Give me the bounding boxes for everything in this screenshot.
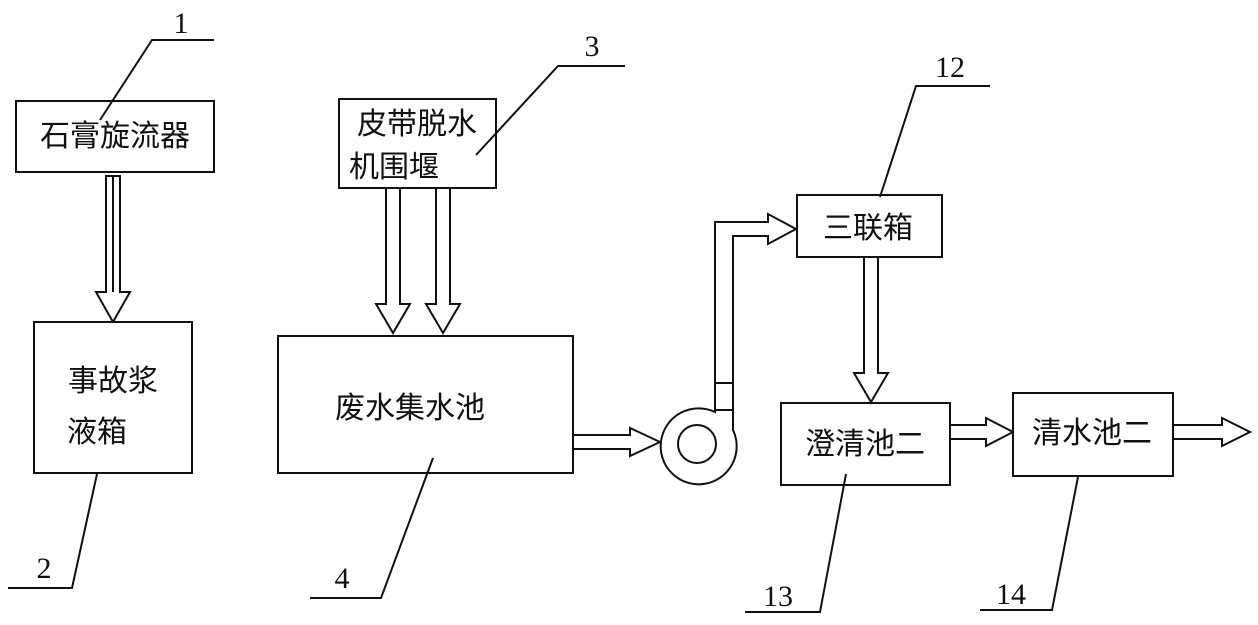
ref-number-3: 3	[585, 30, 600, 63]
clarifier-2-label: 澄清池二	[805, 427, 925, 462]
wastewater-pit-box	[277, 335, 574, 474]
flow-arrow-weir-to-pit-right	[424, 187, 462, 335]
belt-dewater-weir-box	[338, 98, 497, 189]
triple-tank-box	[796, 194, 943, 258]
ref-number-2: 2	[37, 552, 52, 585]
ref-number-14: 14	[996, 578, 1026, 611]
ref-number-1: 1	[174, 7, 189, 40]
leader-4	[310, 457, 434, 599]
triple-tank-label: 三联箱	[823, 211, 913, 246]
leader-3	[475, 65, 625, 156]
clarifier-2-box	[780, 402, 951, 486]
clean-water-pool-2-box	[1012, 392, 1174, 477]
gypsum-cyclone-box	[15, 100, 215, 173]
ref-number-12: 12	[935, 51, 965, 84]
leader-2	[8, 473, 98, 589]
gypsum-cyclone-label: 石膏旋流器	[40, 119, 190, 154]
accident-tank-label-line1: 事故浆	[68, 364, 158, 399]
ref-number-13: 13	[763, 580, 793, 613]
clean-water-pool-2-label: 清水池二	[1032, 416, 1152, 451]
belt-dewater-weir-label-line2: 机围堰	[349, 150, 439, 185]
leader-12	[879, 85, 990, 198]
accident-tank-label-line2: 液箱	[67, 415, 127, 450]
pump-icon	[659, 212, 799, 486]
flow-arrow-weir-to-pit-left	[374, 187, 412, 335]
leader-13	[745, 473, 847, 613]
leader-1	[99, 39, 214, 121]
flow-arrow-triple-tank-to-clarifier	[852, 256, 890, 404]
flow-arrow-pit-to-pump	[572, 426, 663, 458]
belt-dewater-weir-label-line1: 皮带脱水	[357, 107, 477, 142]
flow-arrow-outlet	[1172, 416, 1253, 448]
accident-tank-box	[33, 321, 193, 474]
wastewater-pit-label: 废水集水池	[335, 391, 485, 426]
flow-arrow-clarifier-to-clean-pool	[949, 416, 1016, 448]
ref-number-4: 4	[335, 562, 350, 595]
leader-14	[980, 476, 1079, 611]
